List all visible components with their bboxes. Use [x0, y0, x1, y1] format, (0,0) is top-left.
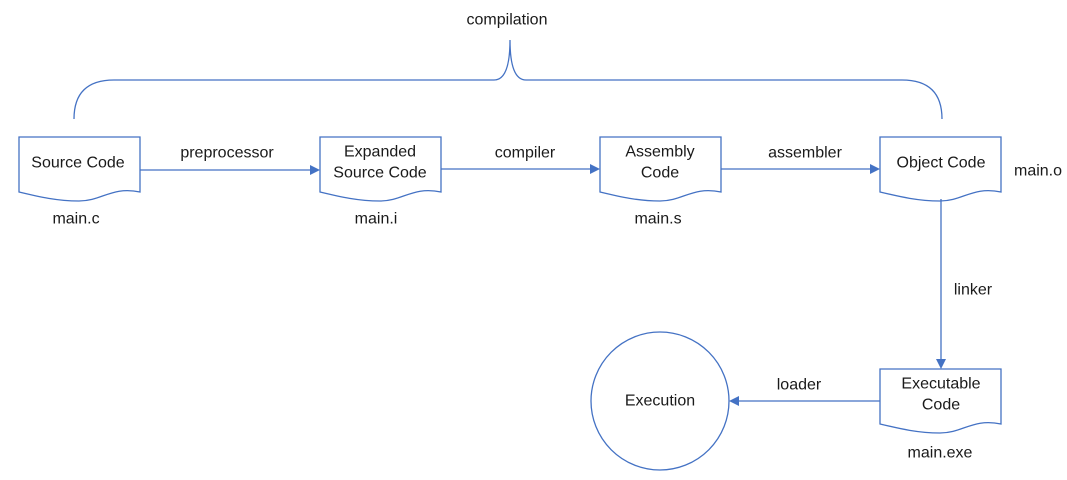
object-code-node: Object Code [879, 136, 1002, 202]
assembly-file-name: main.s [634, 211, 681, 228]
source-file-name: main.c [52, 211, 99, 228]
executable-code-node: Executable Code [879, 368, 1002, 434]
expanded-source-code-shape [319, 136, 442, 202]
preprocessor-edge: preprocessor [140, 145, 320, 175]
object-code-label: Object Code [897, 155, 986, 172]
execution-node: Execution [590, 331, 730, 471]
object-file-name: main.o [1014, 163, 1062, 180]
object-code-shape [879, 136, 1002, 202]
expanded-source-code-label-line1: Expanded [344, 144, 416, 161]
linker-edge: linker [936, 199, 993, 369]
compiler-edge: compiler [441, 145, 600, 174]
assembler-arrowhead [870, 164, 880, 174]
source-code-label: Source Code [31, 155, 124, 172]
preprocessor-arrowhead [310, 165, 320, 175]
expanded-file-name: main.i [355, 211, 398, 228]
expanded-source-code-label-line2: Source Code [333, 165, 426, 182]
preprocessor-label: preprocessor [180, 145, 274, 162]
source-code-shape [18, 136, 141, 202]
compilation-brace [73, 39, 943, 120]
assembler-edge: assembler [721, 145, 880, 174]
assembler-label: assembler [768, 145, 842, 162]
loader-edge: loader [729, 377, 880, 406]
executable-code-shape [879, 368, 1002, 434]
assembly-code-shape [599, 136, 722, 202]
compiler-label: compiler [495, 145, 556, 162]
execution-label: Execution [625, 393, 695, 410]
source-code-node: Source Code [18, 136, 141, 202]
compiler-arrowhead [590, 164, 600, 174]
executable-code-label-line1: Executable [901, 376, 980, 393]
executable-file-name: main.exe [908, 445, 973, 462]
loader-arrowhead [729, 396, 739, 406]
linker-label: linker [954, 282, 993, 299]
linker-arrowhead [936, 359, 946, 369]
assembly-code-node: Assembly Code [599, 136, 722, 202]
executable-code-label-line2: Code [922, 397, 960, 414]
assembly-code-label-line1: Assembly [625, 144, 694, 161]
expanded-source-code-node: Expanded Source Code [319, 136, 442, 202]
assembly-code-label-line2: Code [641, 165, 679, 182]
loader-label: loader [777, 377, 822, 394]
compilation-label: compilation [467, 12, 548, 29]
